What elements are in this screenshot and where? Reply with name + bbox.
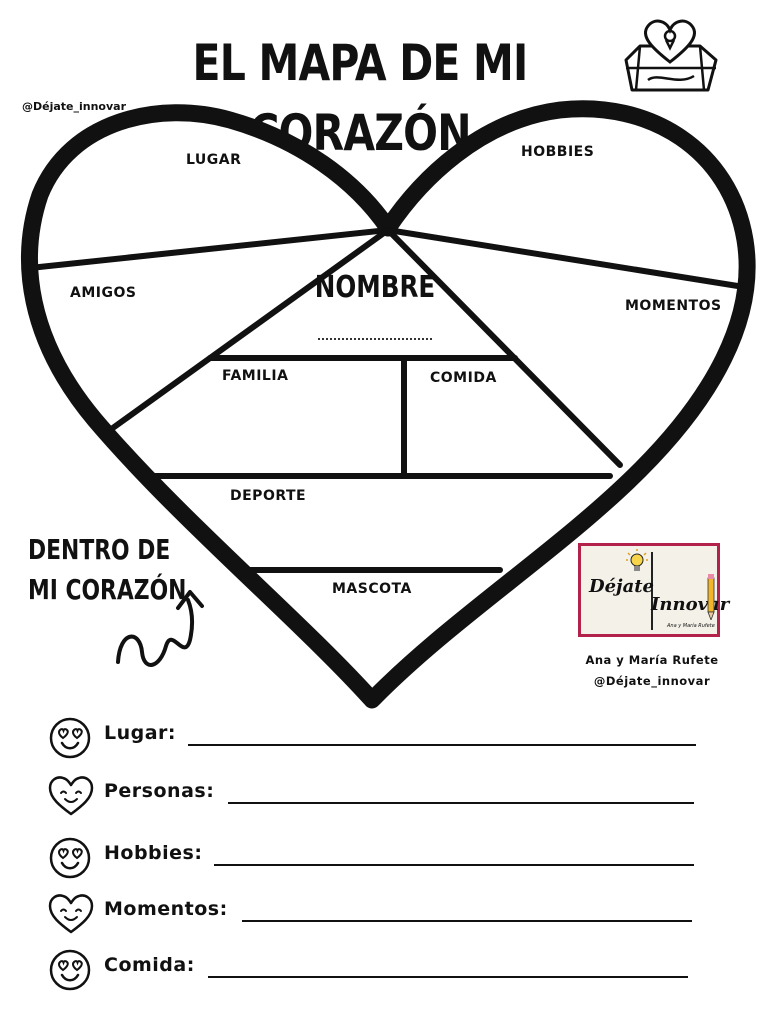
logo-word2: Innovar <box>651 594 730 615</box>
smiling-heart-eyes-face-icon <box>49 717 91 759</box>
section-deporte: DEPORTE <box>230 488 307 504</box>
question-lugar: Lugar: <box>48 716 708 760</box>
question-label: Personas: <box>104 780 215 802</box>
smiling-heart-eyes-face-icon <box>49 837 91 879</box>
question-label: Comida: <box>104 954 195 976</box>
section-momentos: MOMENTOS <box>625 298 722 314</box>
heart-map <box>21 100 756 709</box>
answer-line[interactable] <box>188 744 696 746</box>
question-personas: Personas: <box>48 774 708 818</box>
authors-names: Ana y María Rufete <box>585 653 719 667</box>
section-mascota: MASCOTA <box>332 581 412 597</box>
answer-line[interactable] <box>242 920 692 922</box>
pencil-icon <box>707 574 715 620</box>
question-momentos: Momentos: <box>48 892 708 936</box>
section-hobbies: HOBBIES <box>521 144 595 160</box>
lightbulb-icon <box>626 549 648 571</box>
authors: Ana y María Rufete @Déjate_innovar <box>570 650 734 692</box>
question-comida: Comida: <box>48 948 708 992</box>
section-amigos: AMIGOS <box>70 285 137 301</box>
smiling-heart-eyes-face-icon <box>49 949 91 991</box>
section-familia: FAMILIA <box>222 368 289 384</box>
dejate-innovar-logo: Déjate Innovar Ana y María Rufete <box>578 543 729 637</box>
section-nombre: NOMBRE <box>314 270 436 305</box>
side-note-line1: DENTRO DE <box>28 533 171 566</box>
answer-line[interactable] <box>228 802 694 804</box>
nombre-write-line[interactable] <box>318 338 432 340</box>
author-handle-top: @Déjate_innovar <box>22 100 127 113</box>
heart-map-icon <box>624 19 718 92</box>
section-comida: COMIDA <box>430 370 497 386</box>
page-title: EL MAPA DE MI CORAZÓN <box>192 34 529 162</box>
answer-line[interactable] <box>214 864 694 866</box>
squiggle-arrow-icon <box>116 590 204 667</box>
question-hobbies: Hobbies: <box>48 836 708 880</box>
question-label: Lugar: <box>104 722 177 744</box>
section-lugar: LUGAR <box>186 152 242 168</box>
authors-handle: @Déjate_innovar <box>593 674 711 688</box>
smiling-heart-icon <box>48 776 94 816</box>
question-label: Momentos: <box>104 898 228 920</box>
logo-word1: Déjate <box>589 576 655 597</box>
answer-line[interactable] <box>208 976 688 978</box>
smiling-heart-icon <box>48 894 94 934</box>
question-label: Hobbies: <box>104 842 203 864</box>
logo-subtitle: Ana y María Rufete <box>667 623 715 629</box>
